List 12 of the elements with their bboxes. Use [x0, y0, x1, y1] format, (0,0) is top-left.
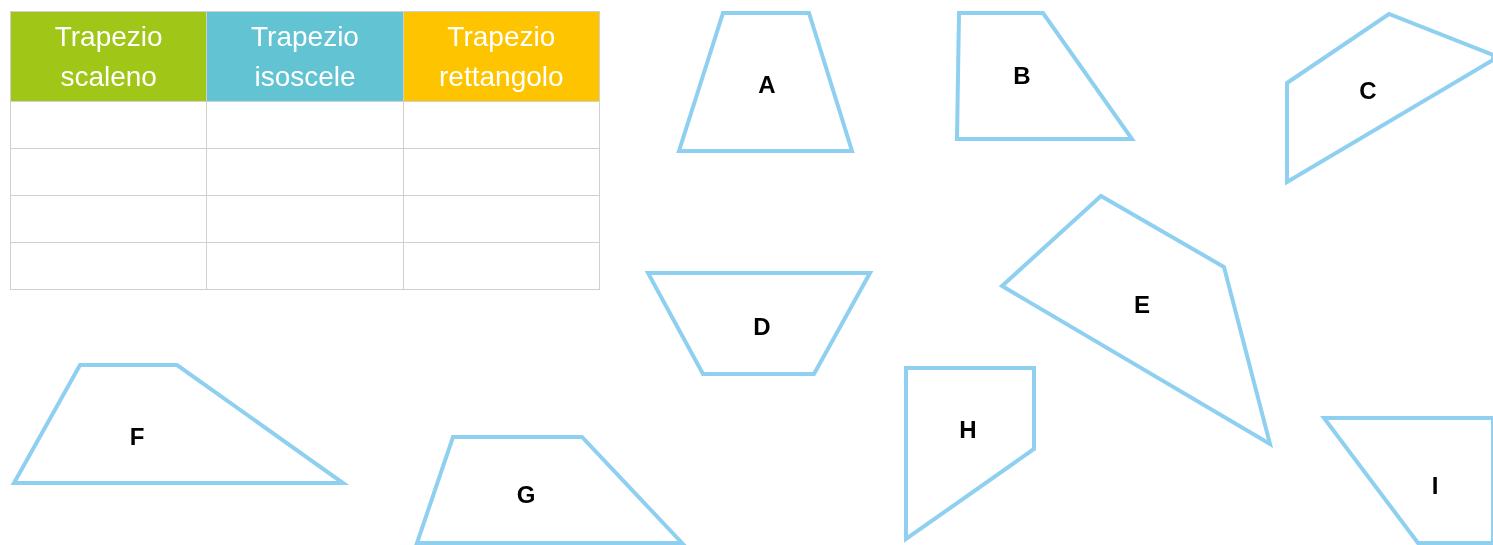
- column-header: Trapezio isoscele: [207, 12, 404, 102]
- column-header: Trapezio scaleno: [11, 12, 208, 102]
- column-header: Trapezio rettangolo: [403, 12, 600, 102]
- shape-letter: E: [1134, 293, 1150, 317]
- shape-letter: I: [1431, 474, 1439, 498]
- shape-letter: C: [1359, 79, 1377, 103]
- shape-letter: F: [129, 425, 145, 449]
- shape-letter: B: [1013, 64, 1031, 88]
- shape-letter: H: [959, 418, 977, 442]
- shape-letter: A: [758, 73, 776, 97]
- shape-letter: G: [516, 483, 536, 507]
- shape-letter: D: [753, 315, 771, 339]
